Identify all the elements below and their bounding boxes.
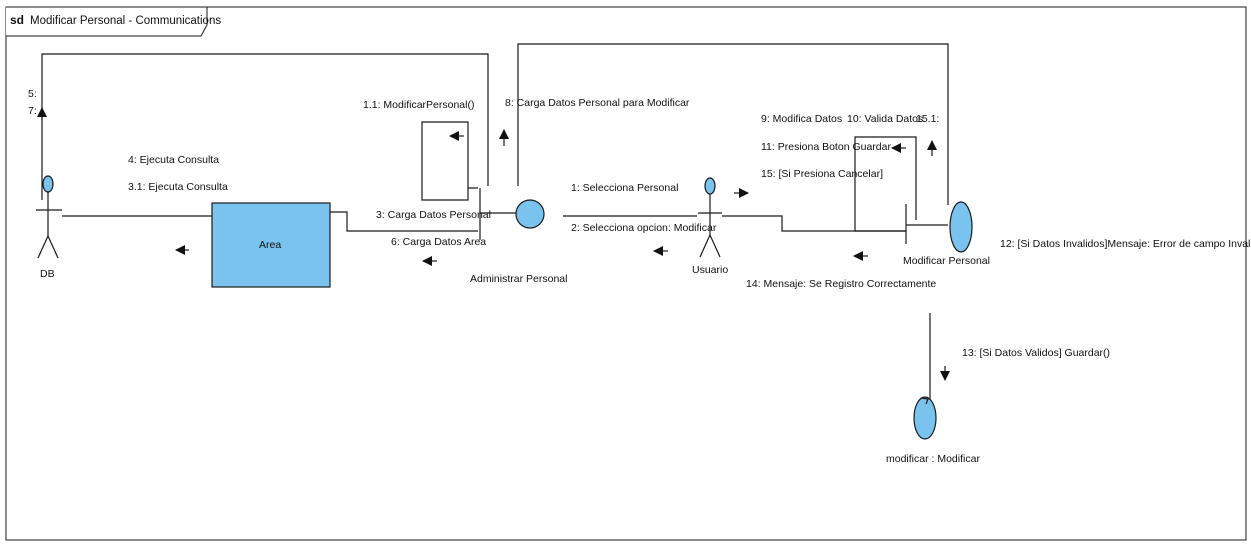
msg-15: 15: [Si Presiona Cancelar] — [761, 168, 883, 180]
msg-3: 3: Carga Datos Personal — [376, 209, 491, 221]
modificar-label: modificar : Modificar — [886, 453, 980, 465]
usuario-actor[interactable] — [698, 177, 722, 258]
frame-title: Modificar Personal - Communications — [30, 15, 221, 27]
link-modificar-personal-self — [854, 136, 917, 232]
modificar-personal-label: Modificar Personal — [903, 255, 990, 267]
msg-8: 8: Carga Datos Personal para Modificar — [505, 97, 690, 109]
msg-6: 6: Carga Datos Area — [391, 236, 486, 248]
administrar-personal-object[interactable] — [515, 199, 545, 229]
link-administrar-self — [421, 121, 478, 201]
msg-2: 2: Selecciona opcion: Modificar — [571, 222, 717, 234]
msg-7: 7: — [28, 105, 37, 117]
modificar-object[interactable] — [913, 396, 937, 440]
msg-10: 10: Valida Datos — [847, 113, 923, 125]
link-db-administrar — [41, 53, 489, 200]
link-usuario-modificar-personal — [722, 215, 906, 232]
msg-13: 13: [Si Datos Validos] Guardar() — [962, 347, 1110, 359]
msg-5: 5: — [28, 88, 37, 100]
msg-1: 1: Selecciona Personal — [571, 182, 678, 194]
usuario-label: Usuario — [692, 264, 728, 276]
msg-11: 11: Presiona Boton Guardar — [761, 141, 891, 153]
frame-title-tab — [6, 6, 208, 37]
db-actor[interactable] — [36, 175, 62, 259]
msg-4: 4: Ejecuta Consulta — [128, 154, 219, 166]
msg-9: 9: Modifica Datos — [761, 113, 842, 125]
msg-3-1: 3.1: Ejecuta Consulta — [128, 181, 228, 193]
modificar-personal-object[interactable] — [949, 201, 973, 253]
link-area-administrar — [330, 211, 478, 232]
db-label: DB — [40, 268, 55, 280]
link-administrar-modificar-personal — [517, 43, 949, 205]
msg-14: 14: Mensaje: Se Registro Correctamente — [746, 278, 936, 290]
msg-1-1: 1.1: ModificarPersonal() — [363, 99, 474, 111]
frame-border — [5, 6, 1247, 541]
msg-15-1: 15.1: — [916, 113, 939, 125]
area-label: Area — [259, 239, 281, 251]
administrar-personal-label: Administrar Personal — [470, 273, 567, 285]
frame-keyword: sd — [10, 13, 24, 27]
msg-12: 12: [Si Datos Invalidos]Mensaje: Error d… — [1000, 238, 1251, 250]
area-object[interactable] — [211, 202, 331, 288]
